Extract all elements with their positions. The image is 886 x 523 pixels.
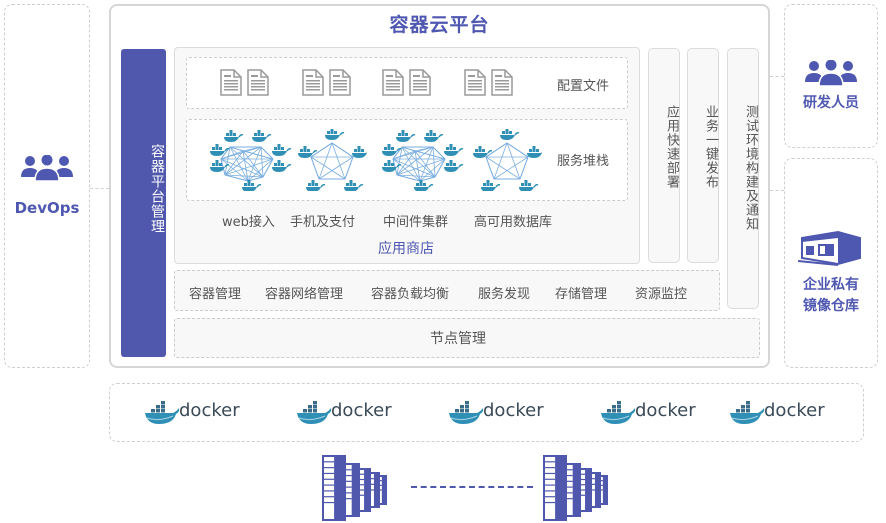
docker-wordmark: docker <box>635 400 696 421</box>
server-rack-icon <box>322 455 398 523</box>
service-load-balance[interactable]: 容器负载均衡 <box>371 287 450 302</box>
devops-panel <box>4 4 90 368</box>
platform-management-label: 容器平台管理 <box>149 144 165 234</box>
document-icon <box>302 69 324 96</box>
docker-logo: docker <box>143 400 243 426</box>
private-registry-label-line2: 镜像仓库 <box>803 298 859 314</box>
docker-whale-icon <box>145 401 180 424</box>
service-discovery[interactable]: 服务发现 <box>478 287 531 302</box>
docker-whale-icon <box>730 401 765 424</box>
app-item-web[interactable]: web接入 <box>222 215 275 230</box>
docker-whale-icon <box>601 401 636 424</box>
app-item-middleware[interactable]: 中间件集群 <box>383 215 449 230</box>
document-icon <box>409 69 431 96</box>
devops-label: DevOps <box>14 199 80 217</box>
service-container-mgmt[interactable]: 容器管理 <box>189 287 242 302</box>
server-rack-icon <box>543 455 619 523</box>
docker-logo: docker <box>295 400 395 426</box>
node-management-label: 节点管理 <box>430 331 486 347</box>
column-one-click-release[interactable]: 业务一键发布 <box>687 48 719 263</box>
column-test-env-label: 测试环境构建及通知 <box>743 105 758 231</box>
document-icon <box>329 69 351 96</box>
service-storage-mgmt[interactable]: 存储管理 <box>555 287 608 302</box>
services-row <box>174 270 720 311</box>
docker-logo: docker <box>599 400 699 426</box>
app-item-mobile-payment[interactable]: 手机及支付 <box>290 215 356 230</box>
docker-mesh-icon <box>472 128 547 195</box>
docker-wordmark: docker <box>764 400 825 421</box>
docker-wordmark: docker <box>331 400 392 421</box>
warehouse-icon <box>798 230 861 266</box>
document-icon <box>382 69 404 96</box>
service-stack-label: 服务堆栈 <box>557 154 610 169</box>
docker-mesh-icon <box>203 129 293 195</box>
document-icon <box>491 69 513 96</box>
users-icon <box>21 155 73 181</box>
column-one-click-release-label: 业务一键发布 <box>703 105 718 189</box>
private-registry-label-line1: 企业私有 <box>803 277 859 293</box>
page-title: 容器云平台 <box>389 14 490 36</box>
config-files-label: 配置文件 <box>557 79 610 94</box>
docker-whale-icon <box>449 401 484 424</box>
docker-logo: docker <box>447 400 547 426</box>
platform-management-bar[interactable]: 容器平台管理 <box>121 49 166 357</box>
connector-left <box>90 188 109 189</box>
service-resource-monitor[interactable]: 资源监控 <box>635 287 688 302</box>
document-icon <box>220 69 242 96</box>
document-icon <box>247 69 269 96</box>
docker-wordmark: docker <box>483 400 544 421</box>
docker-mesh-icon <box>297 128 372 195</box>
server-link <box>411 486 533 488</box>
app-item-ha-database[interactable]: 高可用数据库 <box>474 215 553 230</box>
column-quick-deploy-label: 应用快速部署 <box>664 105 679 189</box>
users-icon <box>805 60 857 86</box>
docker-wordmark: docker <box>179 400 240 421</box>
app-store-label: 应用商店 <box>378 241 434 257</box>
column-quick-deploy[interactable]: 应用快速部署 <box>648 48 680 263</box>
connector-right-top <box>770 76 784 77</box>
document-icon <box>464 69 486 96</box>
docker-logo: docker <box>728 400 828 426</box>
connector-right-bottom <box>770 190 784 191</box>
service-network-mgmt[interactable]: 容器网络管理 <box>265 287 344 302</box>
docker-whale-icon <box>297 401 332 424</box>
node-management-row[interactable] <box>174 318 760 358</box>
developers-label: 研发人员 <box>803 95 859 111</box>
column-test-env[interactable]: 测试环境构建及通知 <box>727 48 759 309</box>
docker-mesh-icon <box>375 129 465 195</box>
